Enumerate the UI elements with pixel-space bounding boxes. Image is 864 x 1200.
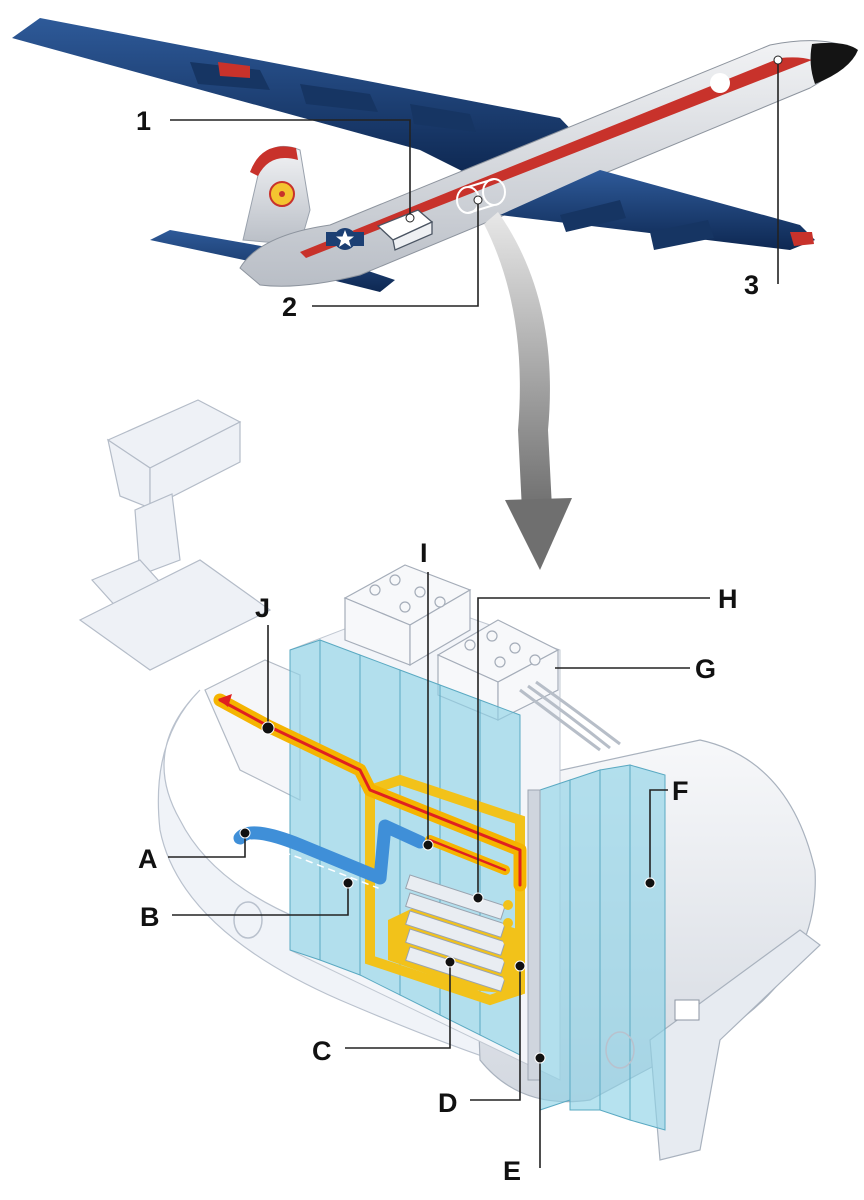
label-B: B xyxy=(140,902,160,932)
marker-J xyxy=(261,721,275,735)
marker-C xyxy=(444,956,456,968)
marker-E xyxy=(534,1052,546,1064)
hot-air-flow xyxy=(213,693,527,892)
leader-line-A xyxy=(168,835,246,858)
tank-end-port xyxy=(674,999,700,1021)
leader-line-2 xyxy=(312,203,479,307)
lower-wing-red-tip xyxy=(790,232,814,246)
leader-line-H xyxy=(477,597,710,900)
crew-compartment-cutout xyxy=(376,209,434,251)
leader-line-D xyxy=(470,968,521,1101)
pipe-rings xyxy=(233,901,635,1069)
label-F: F xyxy=(672,776,689,806)
marker-A xyxy=(239,827,251,839)
leader-line-1 xyxy=(170,119,411,215)
tank-end-flange xyxy=(649,929,821,1161)
label-I: I xyxy=(420,538,428,568)
marker-1 xyxy=(405,213,415,223)
label-J: J xyxy=(255,593,270,623)
cargo-arrow-icon xyxy=(484,212,572,570)
leader-line-B xyxy=(172,885,349,916)
fuel-elements xyxy=(405,874,506,992)
marker-F xyxy=(644,877,656,889)
control-rod-housings xyxy=(343,564,560,721)
label-H: H xyxy=(718,584,738,614)
marker-3 xyxy=(773,55,783,65)
tail-fin-red-tip xyxy=(250,146,298,176)
nuclear-reactor xyxy=(78,399,821,1161)
marker-I xyxy=(422,839,434,851)
air-intake-duct xyxy=(78,399,272,671)
aircraft xyxy=(12,18,858,292)
star-roundel-icon xyxy=(326,228,364,250)
divider-plate xyxy=(527,789,541,1081)
lower-wing xyxy=(500,170,815,250)
marker-2 xyxy=(473,195,483,205)
nose-cone xyxy=(810,42,858,84)
callout-labels: 1 2 3 A B C D E F G H I J xyxy=(136,106,759,1186)
leader-line-F xyxy=(649,789,668,880)
label-2: 2 xyxy=(282,292,297,322)
upper-wing-red-tip xyxy=(218,62,250,78)
marker-B xyxy=(342,877,354,889)
marker-H xyxy=(472,892,484,904)
label-1: 1 xyxy=(136,106,151,136)
marker-D xyxy=(514,960,526,972)
leader-lines xyxy=(168,62,779,1168)
label-A: A xyxy=(138,844,158,874)
label-E: E xyxy=(503,1156,521,1186)
leader-line-C xyxy=(345,965,451,1049)
label-C: C xyxy=(312,1036,332,1066)
lower-wing-engines xyxy=(560,200,714,250)
fuselage-red-stripe xyxy=(300,57,812,259)
trefoil-emblem-icon xyxy=(269,181,295,207)
label-G: G xyxy=(695,654,716,684)
fuel-element-ends xyxy=(503,900,513,982)
label-3: 3 xyxy=(744,270,759,300)
fuselage-window xyxy=(710,73,730,93)
label-D: D xyxy=(438,1088,458,1118)
callout-markers xyxy=(239,55,783,1064)
control-cables xyxy=(519,680,621,752)
